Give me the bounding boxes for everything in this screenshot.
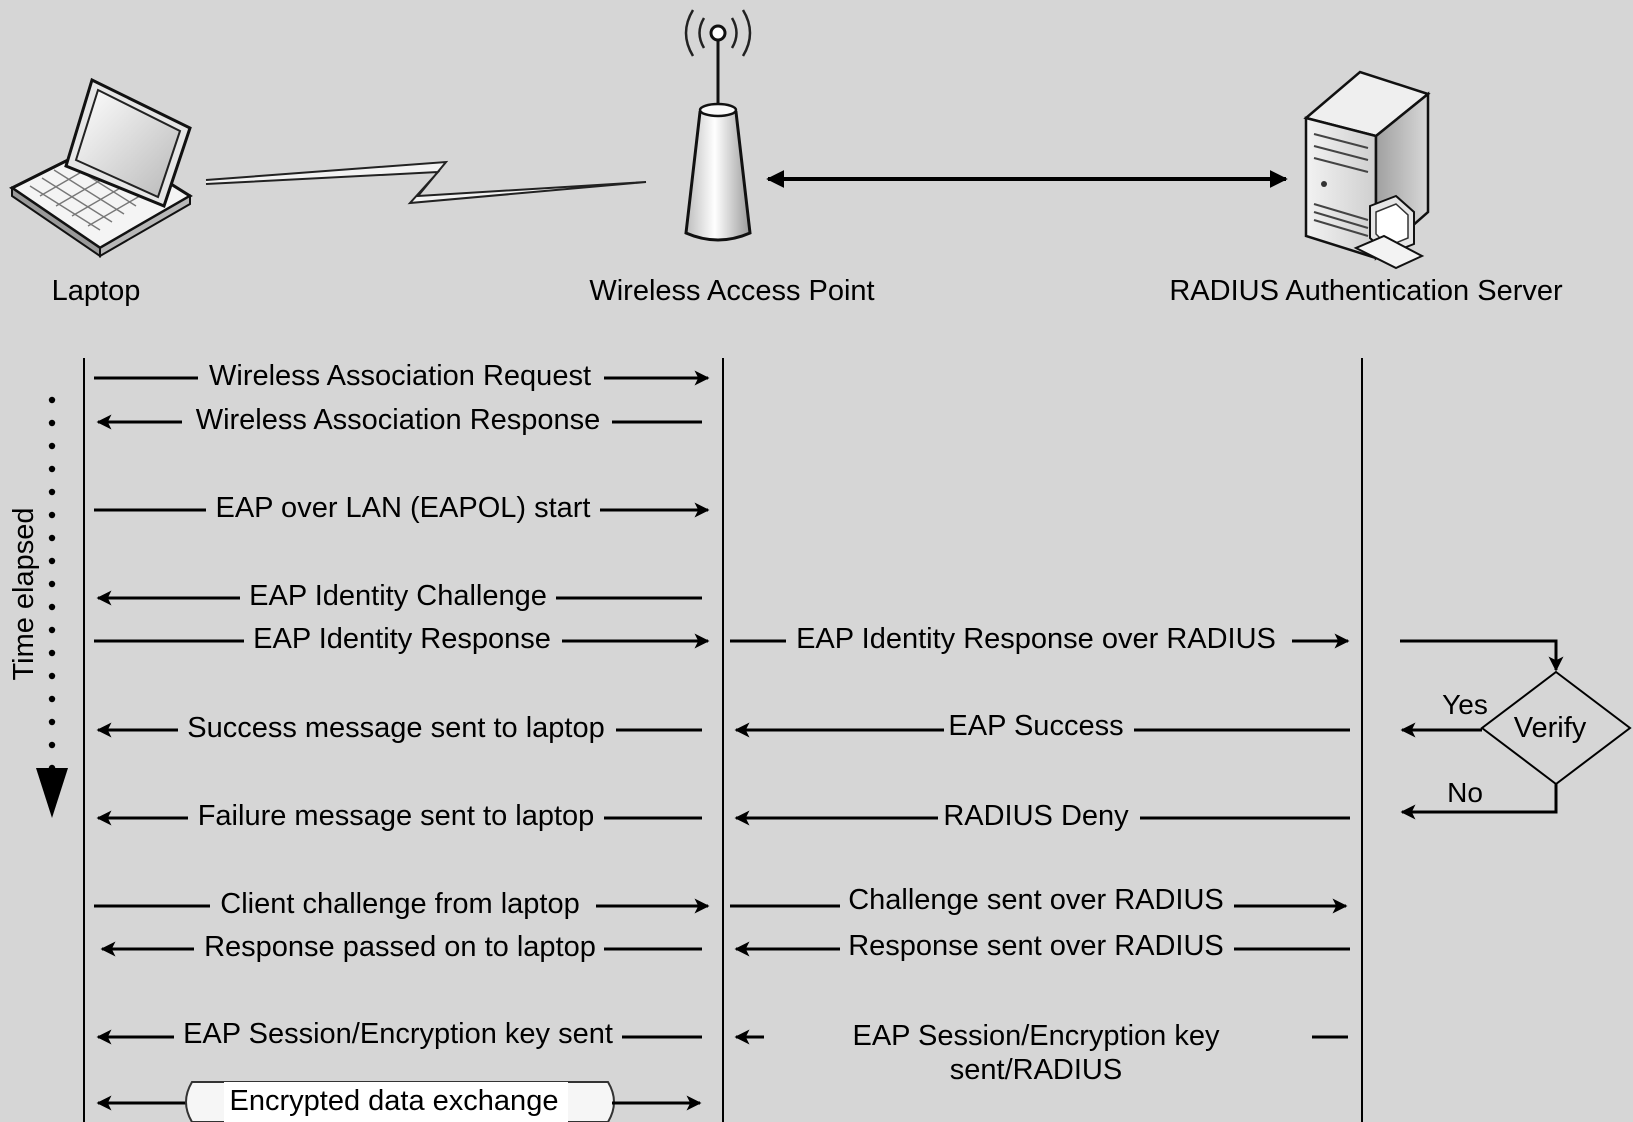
svg-text:Success message sent to laptop: Success message sent to laptop [187, 712, 605, 744]
message-challenge-radius: Challenge sent over RADIUS [730, 884, 1348, 916]
message-radius-deny: RADIUS Deny [734, 800, 1350, 832]
svg-text:sent/RADIUS: sent/RADIUS [950, 1054, 1122, 1086]
verify-label: Verify [1514, 712, 1587, 744]
laptop-label: Laptop [52, 275, 141, 307]
message-client-challenge: Client challenge from laptop [94, 888, 710, 920]
signal-waves-icon [684, 9, 752, 57]
svg-text:EAP Session/Encryption key sen: EAP Session/Encryption key sent [183, 1018, 613, 1050]
message-encrypted-exchange: Encrypted data exchange [96, 1081, 702, 1122]
server-label: RADIUS Authentication Server [1169, 275, 1563, 307]
message-success-to-laptop: Success message sent to laptop [96, 712, 702, 744]
svg-text:EAP over LAN (EAPOL) start: EAP over LAN (EAPOL) start [216, 492, 591, 524]
svg-text:EAP Identity Response: EAP Identity Response [253, 623, 551, 655]
time-axis-arrow [36, 396, 68, 818]
time-axis-label: Time elapsed [8, 507, 40, 680]
message-response-radius: Response sent over RADIUS [734, 930, 1350, 962]
verify-decision: Verify Yes No [1400, 639, 1632, 820]
message-assoc-response: Wireless Association Response [96, 404, 702, 436]
svg-text:Challenge sent over RADIUS: Challenge sent over RADIUS [848, 884, 1224, 916]
message-session-key: EAP Session/Encryption key sent [96, 1018, 702, 1050]
message-identity-response-radius: EAP Identity Response over RADIUS [730, 623, 1350, 655]
svg-text:Wireless Association Response: Wireless Association Response [196, 404, 601, 436]
svg-text:EAP Identity Challenge: EAP Identity Challenge [249, 580, 547, 612]
message-identity-challenge: EAP Identity Challenge [96, 580, 702, 612]
svg-text:EAP Success: EAP Success [948, 710, 1123, 742]
message-assoc-request: Wireless Association Request [94, 360, 710, 392]
svg-text:Client challenge from laptop: Client challenge from laptop [220, 888, 579, 920]
svg-text:EAP Identity Response over RAD: EAP Identity Response over RADIUS [796, 623, 1276, 655]
message-eap-success: EAP Success [734, 710, 1350, 742]
yes-label: Yes [1442, 689, 1488, 720]
svg-text:Response passed on to laptop: Response passed on to laptop [204, 931, 596, 963]
message-failure-to-laptop: Failure message sent to laptop [96, 800, 702, 832]
access-point-label: Wireless Access Point [589, 275, 874, 307]
svg-text:Failure message sent to laptop: Failure message sent to laptop [198, 800, 595, 832]
no-label: No [1447, 777, 1483, 808]
svg-text:Wireless Association Request: Wireless Association Request [209, 360, 591, 392]
server-icon [1303, 70, 1431, 270]
message-response-to-laptop: Response passed on to laptop [100, 931, 702, 963]
message-identity-response: EAP Identity Response [94, 623, 710, 655]
message-session-key-radius: EAP Session/Encryption key sent/RADIUS [734, 1020, 1348, 1086]
svg-text:Encrypted data exchange: Encrypted data exchange [230, 1085, 559, 1117]
svg-text:Response sent over RADIUS: Response sent over RADIUS [848, 930, 1224, 962]
svg-text:EAP Session/Encryption key: EAP Session/Encryption key [853, 1020, 1220, 1052]
svg-text:RADIUS Deny: RADIUS Deny [943, 800, 1129, 832]
wireless-link-icon [205, 160, 647, 205]
access-point-icon [684, 9, 752, 242]
message-eapol-start: EAP over LAN (EAPOL) start [94, 492, 710, 524]
laptop-icon [9, 77, 193, 258]
